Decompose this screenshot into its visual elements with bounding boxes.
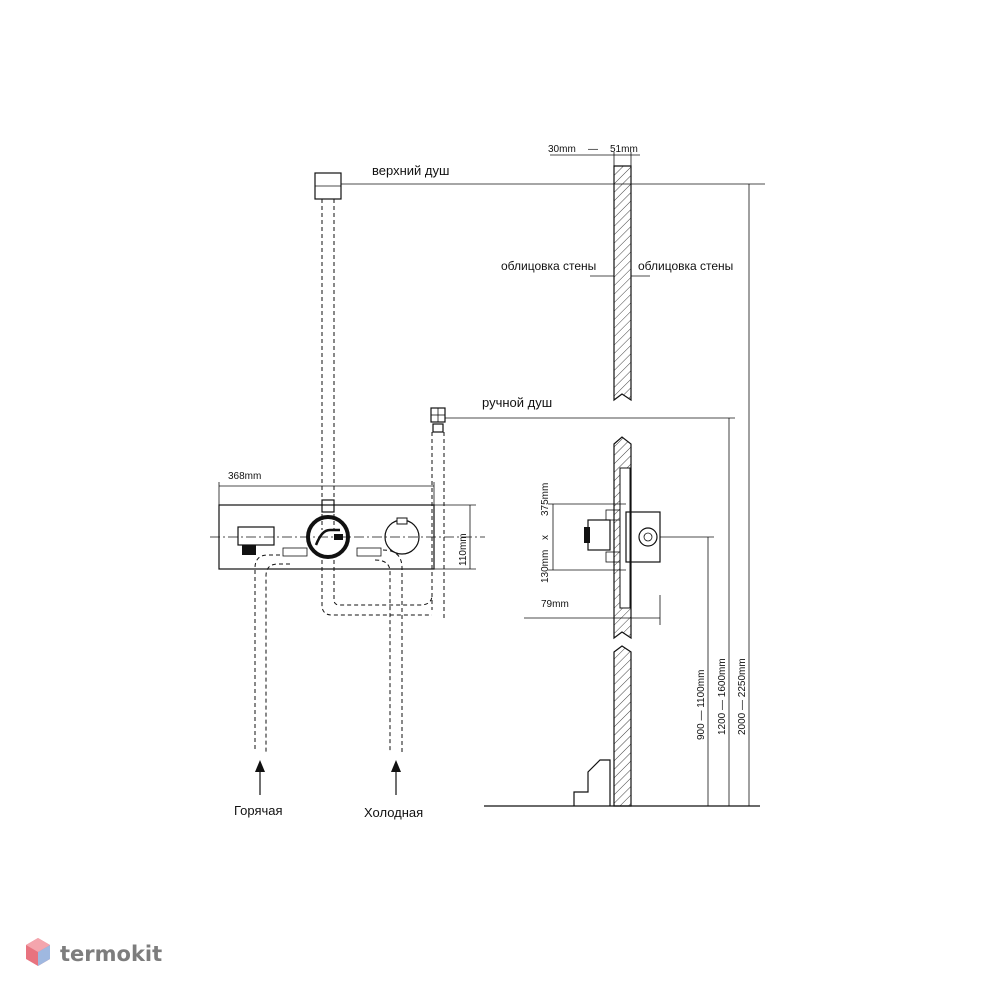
brand-name: termokit bbox=[60, 942, 162, 966]
svg-text:375mm: 375mm bbox=[540, 483, 551, 516]
cold-label: Холодная bbox=[364, 805, 423, 820]
svg-text:110mm: 110mm bbox=[458, 533, 469, 566]
hot-arrow-icon bbox=[255, 760, 265, 795]
top-shower-height-dimension: 2000 — 2250mm bbox=[737, 184, 750, 806]
wall-lower-section bbox=[613, 645, 632, 807]
svg-text:51mm: 51mm bbox=[610, 144, 638, 155]
wall-left-label: облицовка стены bbox=[501, 259, 596, 273]
brand-logo-icon bbox=[26, 938, 50, 966]
svg-text:30mm: 30mm bbox=[548, 144, 576, 155]
spout-icon bbox=[237, 526, 275, 555]
panel-width-dimension: 368mm bbox=[218, 471, 435, 505]
hot-label: Горячая bbox=[234, 803, 283, 818]
svg-text:130mm: 130mm bbox=[540, 550, 551, 583]
diverter-loop-pipe bbox=[321, 560, 433, 616]
diverter-knob-icon bbox=[306, 499, 350, 559]
tray-step bbox=[573, 759, 611, 806]
svg-text:—: — bbox=[588, 144, 598, 155]
embedded-box bbox=[584, 467, 661, 609]
svg-text:900 — 1100mm: 900 — 1100mm bbox=[696, 670, 707, 740]
cold-supply-pipe bbox=[374, 549, 403, 752]
panel-height-dimension: 110mm bbox=[434, 504, 476, 570]
hand-shower-outlet bbox=[430, 407, 446, 433]
box-offset-dimension: 79mm bbox=[524, 595, 661, 625]
cold-inlet-slot bbox=[356, 547, 382, 557]
top-shower-label: верхний душ bbox=[372, 163, 449, 178]
svg-text:1200 — 1600mm: 1200 — 1600mm bbox=[717, 658, 728, 735]
hand-shower-pipe bbox=[431, 432, 445, 620]
hot-supply-pipe bbox=[254, 554, 290, 752]
svg-text:x: x bbox=[540, 535, 551, 540]
top-shower-pipe bbox=[321, 199, 335, 530]
mixer-height-dimension: 900 — 1100mm bbox=[696, 537, 709, 806]
hot-inlet-slot bbox=[282, 547, 308, 557]
top-shower-outlet bbox=[314, 172, 342, 200]
hand-shower-label: ручной душ bbox=[482, 395, 552, 410]
thermostat-knob-icon bbox=[384, 517, 420, 555]
hand-shower-height-dimension: 1200 — 1600mm bbox=[717, 418, 730, 806]
svg-text:368mm: 368mm bbox=[228, 471, 261, 482]
cold-arrow-icon bbox=[391, 760, 401, 795]
wall-right-label: облицовка стены bbox=[638, 259, 733, 273]
svg-text:79mm: 79mm bbox=[541, 599, 569, 610]
box-dimensions: 375mm x 130mm bbox=[540, 483, 626, 583]
svg-text:2000 — 2250mm: 2000 — 2250mm bbox=[737, 658, 748, 735]
wall-upper-section bbox=[613, 165, 632, 402]
